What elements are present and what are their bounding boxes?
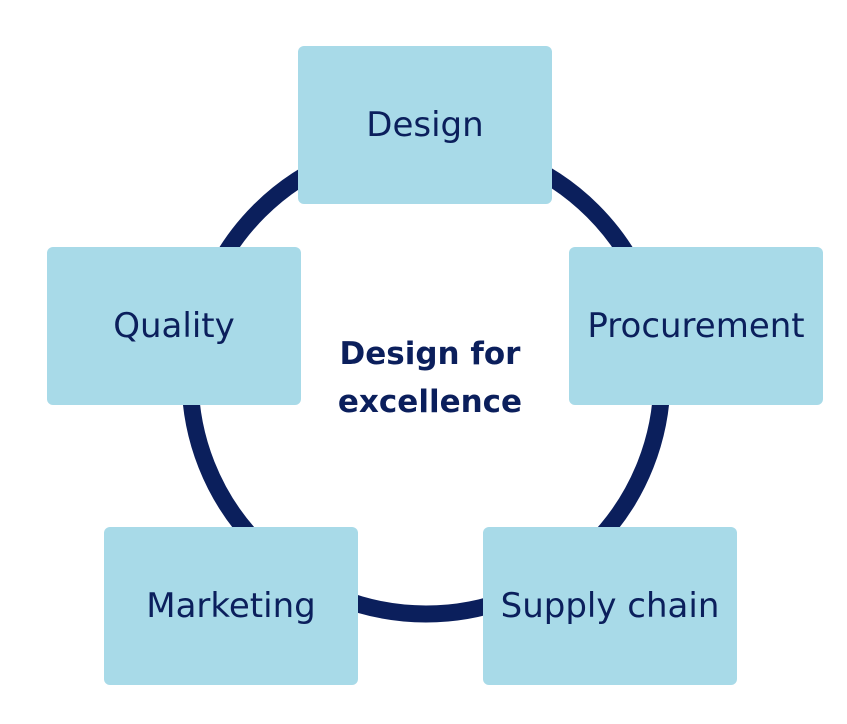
node-marketing-label: Marketing xyxy=(146,586,316,626)
node-design-label: Design xyxy=(366,105,484,145)
node-procurement: Procurement xyxy=(569,247,823,405)
center-title: Design for excellence xyxy=(300,330,560,426)
node-marketing: Marketing xyxy=(104,527,358,685)
center-title-line-2: excellence xyxy=(337,384,523,420)
node-design: Design xyxy=(298,46,552,204)
node-quality: Quality xyxy=(47,247,301,405)
node-quality-label: Quality xyxy=(113,306,235,346)
node-supply-chain-label: Supply chain xyxy=(500,586,720,626)
center-title-line-1: Design for xyxy=(339,336,521,372)
node-procurement-label: Procurement xyxy=(587,306,805,346)
node-supply-chain: Supply chain xyxy=(483,527,737,685)
